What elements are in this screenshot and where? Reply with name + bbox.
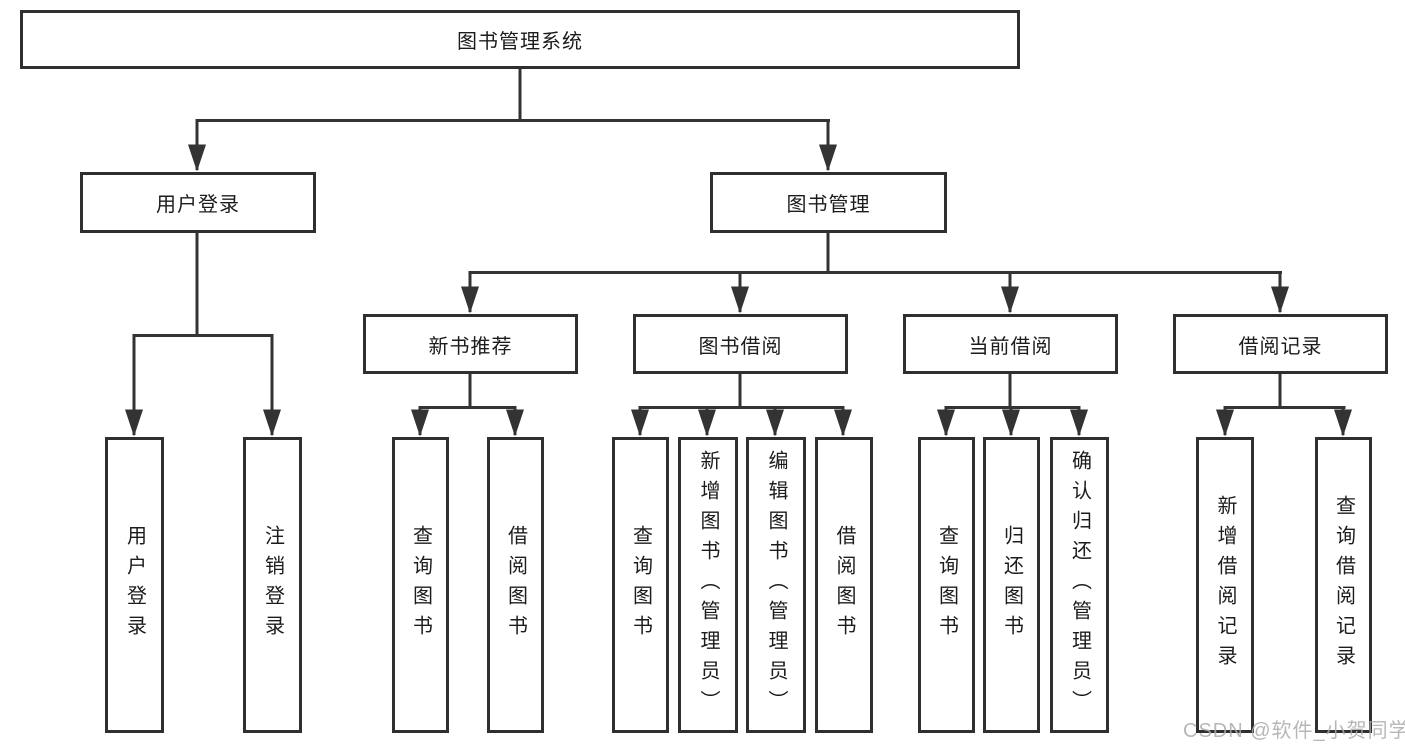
node-label: 用户登录: [156, 194, 240, 216]
node-label: 编辑图书（管理员）: [765, 450, 787, 720]
node-label: 用户登录: [123, 525, 146, 645]
node-label: 注销登录: [261, 525, 284, 645]
node-label: 确认归还（管理员）: [1068, 450, 1091, 720]
node-label: 归还图书: [1000, 525, 1023, 645]
leaf-confirm-return-admin: 确认归还（管理员）: [1050, 437, 1109, 733]
node-book-management-module: 图书管理: [710, 172, 947, 233]
leaf-borrow-books-2: 借阅图书: [815, 437, 873, 733]
node-label: 图书管理: [786, 194, 871, 216]
node-label: 新增借阅记录: [1214, 495, 1236, 675]
node-label: 查询图书: [935, 525, 958, 645]
node-library-system: 图书管理系统: [20, 10, 1020, 69]
node-current-borrowing: 当前借阅: [903, 314, 1118, 374]
node-borrowing-records: 借阅记录: [1173, 314, 1388, 374]
node-label: 查询图书: [629, 525, 652, 645]
node-label: 查询图书: [409, 525, 432, 645]
leaf-logout: 注销登录: [243, 437, 302, 733]
node-label: 借阅图书: [504, 525, 527, 645]
node-label: 当前借阅: [968, 335, 1053, 358]
node-label: 图书借阅: [698, 335, 783, 358]
node-label: 借阅图书: [833, 525, 855, 645]
node-user-login-module: 用户登录: [80, 172, 316, 233]
node-new-book-recommend: 新书推荐: [363, 314, 578, 374]
leaf-query-books-2: 查询图书: [612, 437, 669, 733]
leaf-user-login: 用户登录: [105, 437, 164, 733]
node-label: 借阅记录: [1238, 335, 1323, 358]
node-label: 图书管理系统: [457, 31, 583, 53]
node-label: 新增图书（管理员）: [697, 450, 719, 720]
leaf-query-books-3: 查询图书: [918, 437, 975, 733]
leaf-query-books-1: 查询图书: [392, 437, 449, 733]
leaf-add-books-admin: 新增图书（管理员）: [678, 437, 738, 733]
leaf-query-borrow-record: 查询借阅记录: [1315, 437, 1372, 733]
leaf-add-borrow-record: 新增借阅记录: [1196, 437, 1254, 733]
node-label: 新书推荐: [428, 335, 513, 358]
csdn-watermark: CSDN @软件_小贺同学: [1183, 720, 1405, 742]
leaf-borrow-books-1: 借阅图书: [487, 437, 544, 733]
leaf-return-books: 归还图书: [983, 437, 1040, 733]
leaf-edit-books-admin: 编辑图书（管理员）: [746, 437, 806, 733]
node-book-borrowing: 图书借阅: [633, 314, 848, 374]
node-label: 查询借阅记录: [1332, 495, 1355, 675]
